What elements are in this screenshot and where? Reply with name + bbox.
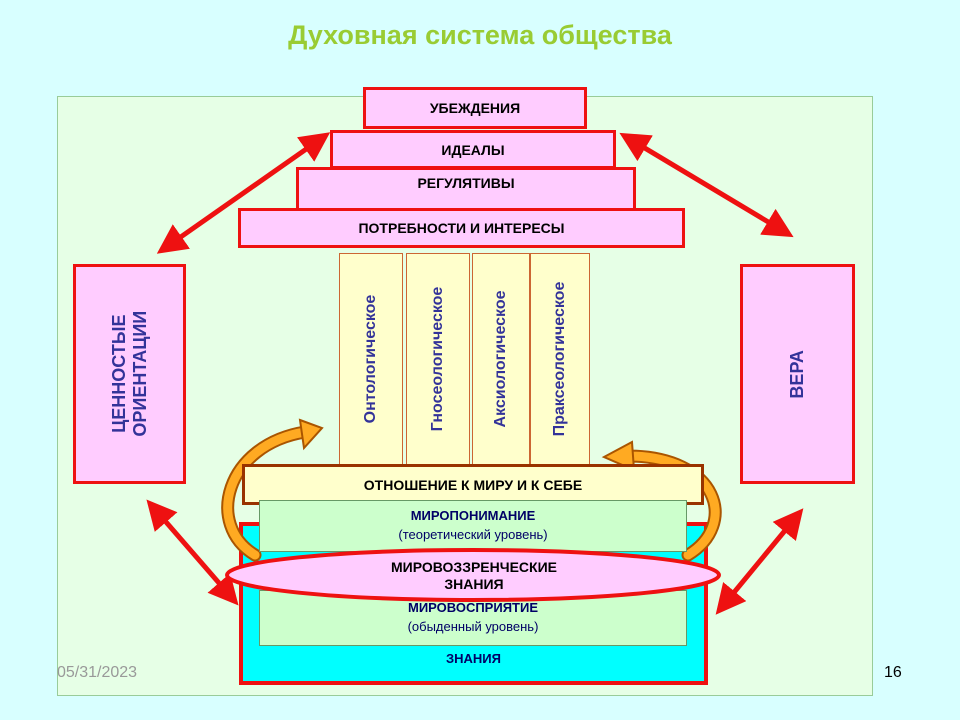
page-number: 16 (884, 664, 902, 681)
worldview-knowledge-label: МИРОВОЗЗРЕНЧЕСКИЕ ЗНАНИЯ (391, 559, 557, 592)
footer-date: 05/31/2023 (57, 664, 138, 681)
world-understanding-level: (теоретический уровень) (398, 527, 548, 542)
arrow-bottom-left (146, 499, 239, 606)
value-orientations-box: ЦЕННОСТЫЕ ОРИЕНТАЦИИ (73, 264, 186, 484)
needs-interests-box: ПОТРЕБНОСТИ И ИНТЕРЕСЫ (238, 208, 685, 248)
relation-to-world-bar: ОТНОШЕНИЕ К МИРУ И К СЕБЕ (242, 464, 704, 505)
beliefs-box: УБЕЖДЕНИЯ (363, 87, 587, 129)
arrow-top-left (156, 132, 331, 254)
knowledge-label: ЗНАНИЯ (446, 650, 501, 666)
pillar-axiological: Аксиологическое (472, 253, 530, 465)
arrow-top-right (619, 132, 794, 238)
world-understanding-box: МИРОПОНИМАНИЕ (теоретический уровень) (259, 500, 687, 552)
arrow-bottom-right (715, 508, 804, 615)
regulatives-box: РЕГУЛЯТИВЫ (296, 167, 636, 212)
pillar-gnoseological: Гносеологическое (406, 253, 470, 465)
faith-box: ВЕРА (740, 264, 855, 484)
pillar-ontological: Онтологическое (339, 253, 403, 465)
page-title: Духовная система общества (288, 20, 672, 50)
world-understanding-title: МИРОПОНИМАНИЕ (410, 508, 536, 524)
world-perception-level: (обыденный уровень) (407, 619, 539, 634)
pillar-praxeological: Праксеологическое (530, 253, 590, 465)
worldview-knowledge-ellipse (225, 548, 721, 602)
world-perception-title: МИРОВОСПРИЯТИЕ (407, 600, 538, 616)
